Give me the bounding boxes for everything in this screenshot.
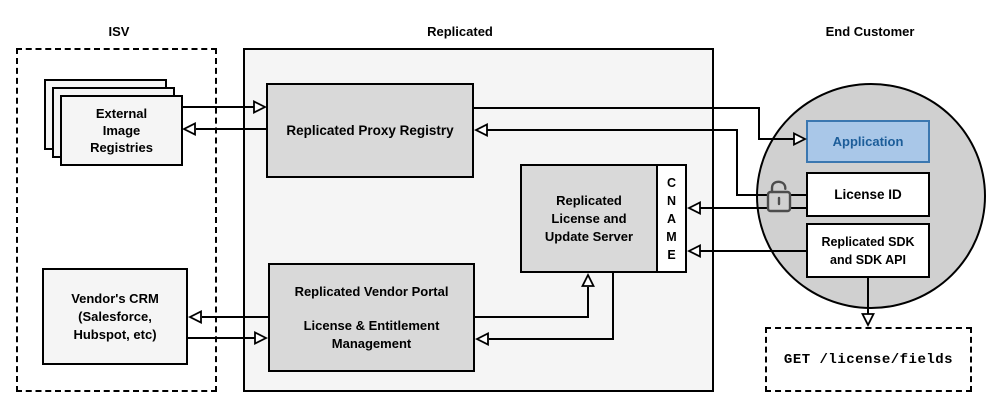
replicated-sdk-node: Replicated SDK and SDK API: [806, 223, 930, 278]
license-id-node: License ID: [806, 172, 930, 217]
license-update-server-node: Replicated License and Update Server: [520, 164, 658, 273]
application-node: Application: [806, 120, 930, 163]
section-label-isv: ISV: [108, 24, 130, 39]
vendor-crm-node: Vendor's CRM (Salesforce, Hubspot, etc): [42, 268, 188, 365]
vendor-portal-node: Replicated Vendor Portal License & Entit…: [268, 263, 475, 372]
proxy-registry-node: Replicated Proxy Registry: [266, 83, 474, 178]
api-request-label: GET /license/fields: [783, 351, 954, 368]
isv-group-box: [16, 48, 217, 392]
section-label-replicated: Replicated: [427, 24, 493, 39]
api-request-box: GET /license/fields: [765, 327, 972, 392]
cname-node: C N A M E: [656, 164, 687, 273]
section-label-end-customer: End Customer: [825, 24, 915, 39]
external-image-registries-node: External Image Registries: [60, 95, 183, 166]
